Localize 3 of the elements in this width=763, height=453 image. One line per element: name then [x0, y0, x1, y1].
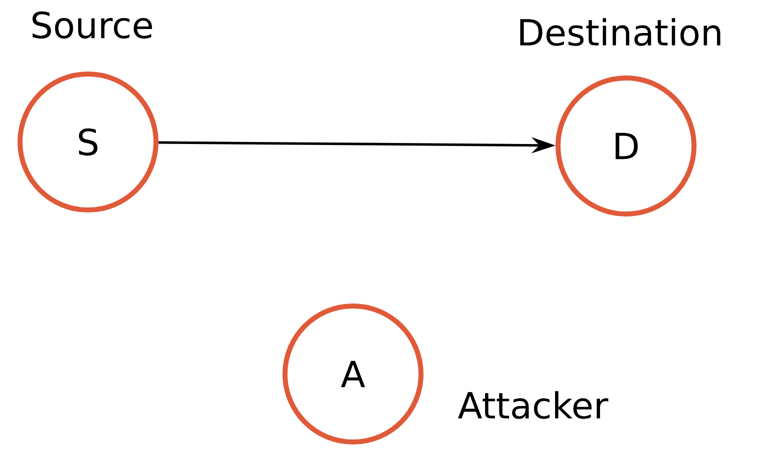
node-label: Destination — [520, 18, 720, 46]
node-label: Source — [32, 11, 152, 39]
node-label: Attacker — [458, 391, 608, 419]
